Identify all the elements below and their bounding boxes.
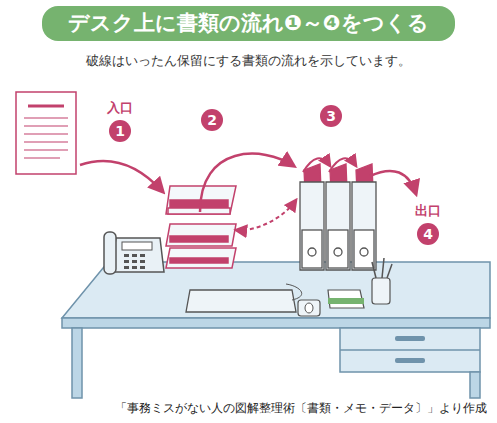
step-heading: 出口 xyxy=(415,203,441,219)
source-caption: 「事務ミスがない人の図解整理術〔書類・メモ・データ〕」より作成 xyxy=(115,400,487,417)
callout-number: 2 xyxy=(200,108,224,132)
title-banner: デスク上に書類の流れ❶～❹をつくる xyxy=(42,6,455,41)
number-circle: 3 xyxy=(319,104,343,128)
step-node: 2 xyxy=(200,108,224,132)
number-circle: 4 xyxy=(416,222,440,246)
note-text: 破線はいったん保留にする書類の流れを示しています。 xyxy=(86,52,411,70)
step-node: 3 xyxy=(319,104,343,128)
step-node: 入口 1 xyxy=(107,100,133,143)
callout-number: 4 xyxy=(416,222,440,246)
callout-number: 1 xyxy=(108,119,132,143)
step-heading: 入口 xyxy=(107,100,133,116)
callout-number: 3 xyxy=(319,104,343,128)
number-circle: 1 xyxy=(108,119,132,143)
step-node: 出口 4 xyxy=(415,203,441,246)
number-circle: 2 xyxy=(200,108,224,132)
